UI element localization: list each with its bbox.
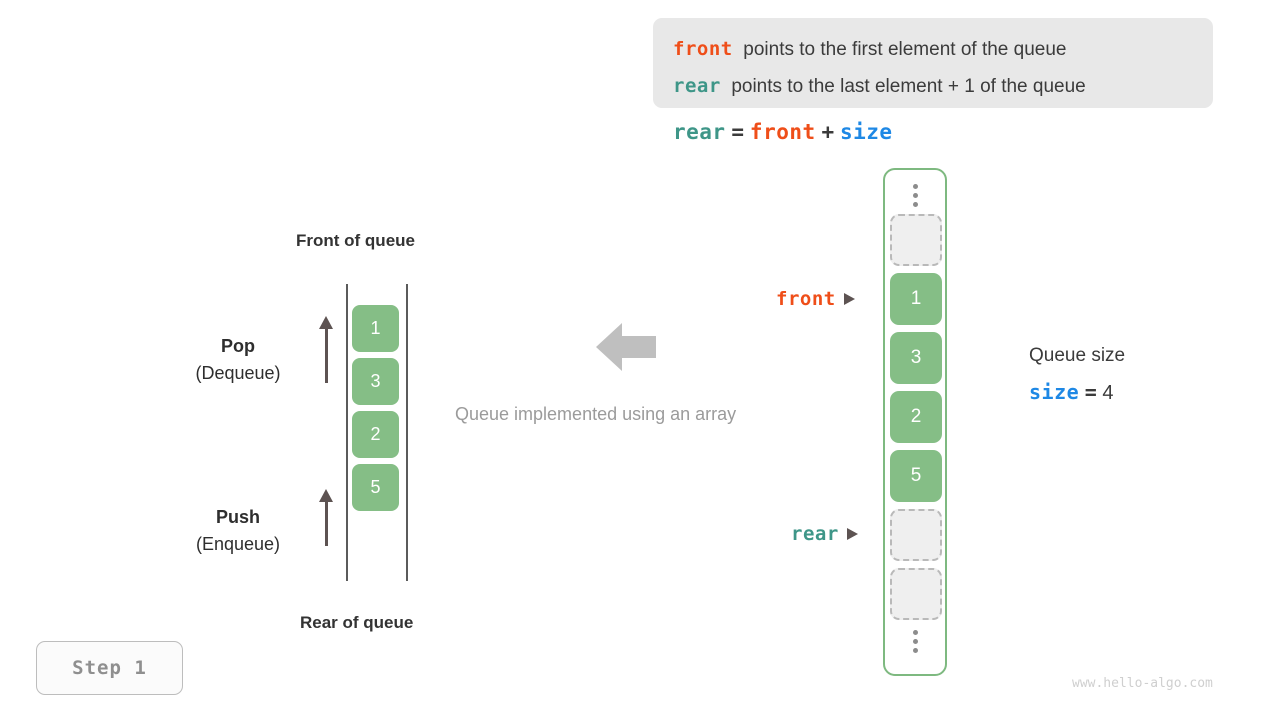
queue-cell: 5 [352,464,399,511]
push-label: Push (Enqueue) [168,504,308,558]
formula-rear-equals-front-plus-size: rear = front + size [673,120,893,145]
queue-size-title: Queue size [1029,345,1126,366]
legend-term-rear: rear [673,75,721,97]
formula-equals: = [731,120,745,144]
legend-term-front: front [673,38,733,60]
array-slot-filled: 5 [890,450,942,502]
array-slot-filled: 2 [890,391,942,443]
queue-size-expression: size = 4 [1029,380,1113,405]
array-slot-filled: 1 [890,273,942,325]
legend-line-front: front points to the first element of the… [673,31,1193,68]
queue-rail-left [346,284,348,581]
queue-cell: 3 [352,358,399,405]
array-slot-empty [890,214,942,266]
step-badge-label: Step 1 [72,657,147,679]
front-pointer-label: front [776,288,836,310]
formula-plus: + [821,120,835,144]
step-badge: Step 1 [36,641,183,695]
array-slot-empty [890,568,942,620]
pointer-arrow-right-icon [843,293,855,305]
rear-pointer: rear [791,523,858,545]
array-slot-empty [890,509,942,561]
queue-rail-right [406,284,408,581]
vertical-ellipsis-icon [885,630,945,653]
pop-label-line1: Pop [221,336,255,356]
queue-size-var: size [1029,380,1080,404]
formula-lhs: rear [673,120,726,144]
rear-pointer-label: rear [791,523,839,545]
rear-of-queue-label: Rear of queue [300,613,414,632]
legend-line-rear: rear points to the last element + 1 of t… [673,68,1193,105]
array-slot-filled: 3 [890,332,942,384]
push-label-line1: Push [215,507,260,527]
formula-rhs-front: front [749,120,816,144]
queue-cell: 1 [352,305,399,352]
pop-label-line2: (Dequeue) [195,363,281,383]
array-container: 1 3 2 5 [883,168,947,676]
pop-arrow-up-icon [316,316,336,383]
push-label-line2: (Enqueue) [195,534,281,554]
legend-text-front: points to the first element of the queue [743,39,1067,60]
pop-label: Pop (Dequeue) [168,333,308,387]
push-arrow-up-icon [316,489,336,546]
formula-rhs-size: size [839,120,893,144]
vertical-ellipsis-icon [885,184,945,207]
center-caption: Queue implemented using an array [455,404,737,424]
watermark: www.hello-algo.com [1072,676,1213,691]
legend-box: front points to the first element of the… [653,18,1213,108]
queue-size-equals: = [1084,380,1097,404]
pointer-arrow-right-icon [846,528,858,540]
arrow-left-icon [596,323,656,371]
queue-size-value: 4 [1102,382,1114,404]
legend-text-rear: points to the last element + 1 of the qu… [731,76,1086,97]
front-of-queue-label: Front of queue [296,231,415,250]
queue-cell: 2 [352,411,399,458]
front-pointer: front [776,288,855,310]
